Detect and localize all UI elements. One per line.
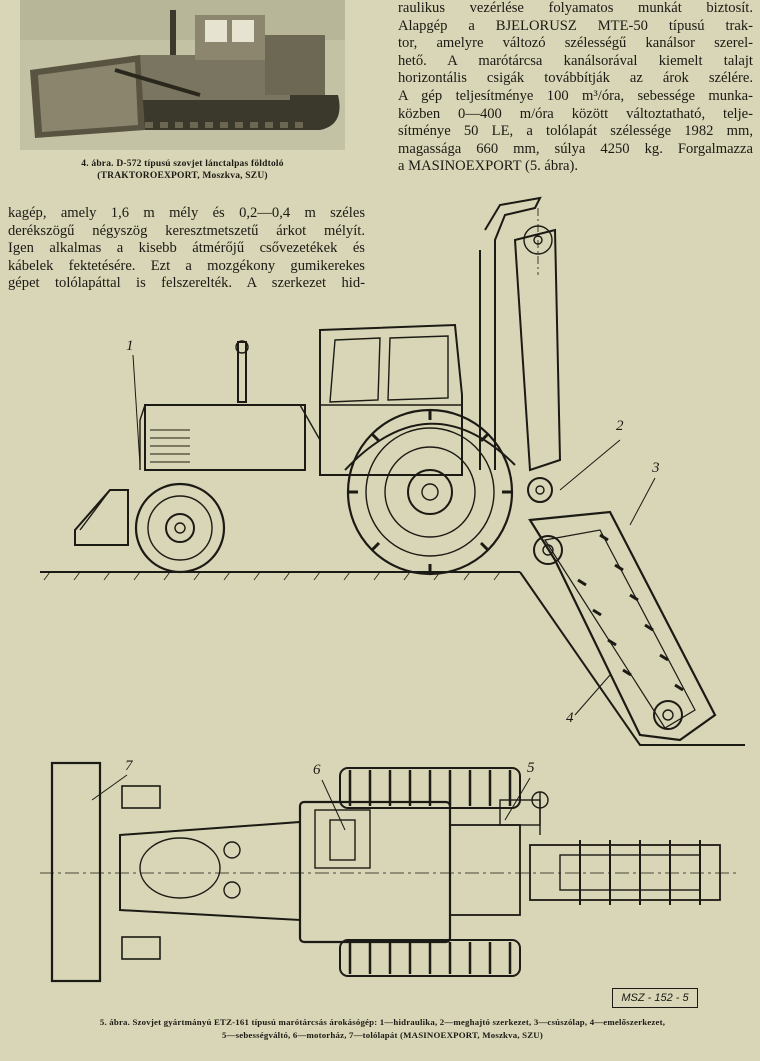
text-line: derékszögű négyszög keresztmetszetű árko…: [8, 222, 365, 239]
figure4-caption-line1: 4. ábra. D-572 típusú szovjet lánctalpas…: [81, 159, 284, 169]
figure5-caption-line2: 5—sebességváltó, 6—motorház, 7—tolólapát…: [222, 1030, 543, 1040]
text-line: magassága 660 mm, súlya 4250 kg. Forgalm…: [398, 140, 753, 157]
text-line: kábelek fektetésére. Ezt a mozgékony gum…: [8, 257, 365, 274]
label-6: 6: [313, 762, 321, 778]
right-column-text: raulikus vezérlése folyamatos munkát biz…: [398, 0, 753, 176]
bulldozer-photo: [20, 0, 345, 150]
figure4-caption-line2: (TRAKTOROEXPORT, Moszkva, SZU): [97, 171, 268, 181]
label-4: 4: [566, 710, 574, 726]
text-line: közben 0—400 m/óra között változtatható,…: [398, 105, 753, 122]
text-line: horizontális csigák továbbítják az árok …: [398, 70, 753, 87]
drawing-stamp: MSZ - 152 - 5: [612, 988, 698, 1008]
text-line: A gép teljesítménye 100 m³/óra, sebesség…: [398, 87, 753, 104]
text-line: kagép, amely 1,6 m mély és 0,2—0,4 m szé…: [8, 205, 365, 221]
left-column-text: kagép, amely 1,6 m mély és 0,2—0,4 m szé…: [8, 205, 365, 293]
figure5-caption-line1: 5. ábra. Szovjet gyártmányú ETZ-161 típu…: [99, 1017, 666, 1027]
label-2: 2: [616, 418, 624, 434]
text-line: Alapgép a BJELORUSZ MTE-50 típusú trak-: [398, 17, 753, 34]
text-line: a MASINOEXPORT (5. ábra).: [398, 158, 579, 175]
text-line: gépet tolólapáttal is felszerelték. A sz…: [8, 275, 365, 292]
label-7: 7: [125, 758, 133, 774]
label-5: 5: [527, 760, 535, 776]
figure4-caption: 4. ábra. D-572 típusú szovjet lánctalpas…: [20, 158, 345, 182]
text-line: Igen alkalmas a kisebb átmérőjű csővezet…: [8, 240, 365, 257]
trencher-drawing: [40, 196, 745, 983]
label-1: 1: [126, 338, 134, 354]
text-line: raulikus vezérlése folyamatos munkát biz…: [398, 0, 753, 16]
label-3: 3: [652, 460, 660, 476]
text-line: tor, amelyre változó szélességű kanálsor…: [398, 35, 753, 52]
text-line: hető. A marótárcsa kanálsorával kiemelt …: [398, 52, 753, 69]
figure5-caption: 5. ábra. Szovjet gyártmányú ETZ-161 típu…: [10, 1016, 755, 1042]
text-line: sítménye 50 LE, a tolólapát szélessége 1…: [398, 123, 753, 140]
